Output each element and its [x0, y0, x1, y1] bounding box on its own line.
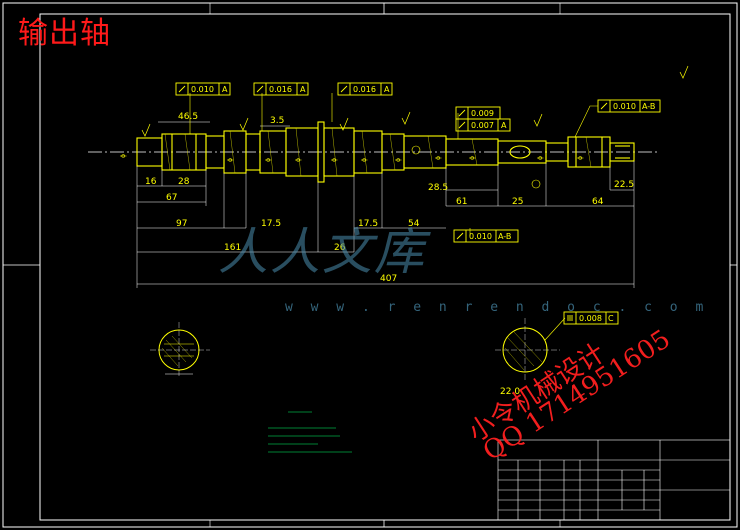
fcf-5	[455, 118, 511, 132]
watermark-site-url: w w w . r e n r e n d o c . c o m	[285, 300, 709, 315]
runout-icon	[256, 85, 264, 93]
section-view-left	[150, 322, 210, 378]
svg-text:ϕ: ϕ	[577, 156, 584, 160]
runout-icon	[456, 232, 464, 240]
runout-icon	[178, 85, 186, 93]
dim-3-5: 3.5	[270, 116, 284, 126]
svg-text:ϕ: ϕ	[265, 158, 272, 162]
dimension-lines	[137, 121, 634, 285]
technical-notes	[268, 411, 352, 453]
fcf-1	[175, 82, 231, 96]
dim-17-5-b: 17.5	[358, 219, 378, 229]
dim-54: 54	[408, 219, 420, 229]
fcf-6	[597, 99, 661, 113]
fcf-8-value: 0.008	[579, 314, 602, 323]
fcf-1-datum: A	[222, 85, 228, 94]
fcf-6-datum: A-B	[642, 102, 655, 111]
svg-text:ϕ: ϕ	[120, 154, 127, 158]
fcf-7-value: 0.010	[469, 232, 492, 241]
dim-67: 67	[166, 193, 177, 203]
dim-26: 26	[334, 243, 346, 253]
dim-97: 97	[176, 219, 187, 229]
dim-25: 25	[512, 197, 523, 207]
fcf-1-value: 0.010	[191, 85, 214, 94]
fcf-4-value: 0.009	[471, 109, 494, 118]
dim-16: 16	[145, 177, 157, 187]
svg-text:ϕ: ϕ	[537, 156, 544, 160]
fcf-5-value: 0.007	[471, 121, 494, 130]
section-dim: 22.0	[500, 387, 520, 397]
runout-icon	[458, 109, 466, 117]
dim-22-5: 22.5	[614, 180, 634, 190]
dim-64: 64	[592, 197, 604, 207]
drawing-title: 输出轴	[18, 16, 111, 51]
fcf-2-value: 0.016	[269, 85, 292, 94]
fcf-5-datum: A	[501, 121, 507, 130]
dim-17-5-a: 17.5	[261, 219, 281, 229]
shaft-outline	[136, 121, 635, 183]
runout-icon	[600, 102, 608, 110]
watermark-site-cn: 人人文库	[218, 223, 426, 281]
fcf-2	[253, 82, 309, 96]
fcf-8	[563, 311, 619, 325]
svg-text:ϕ: ϕ	[435, 156, 442, 160]
fcf-3-value: 0.016	[353, 85, 376, 94]
fcf-3	[337, 82, 393, 96]
dim-28: 28	[178, 177, 190, 187]
dim-28-5: 28.5	[428, 183, 448, 193]
svg-text:ϕ: ϕ	[469, 156, 476, 160]
dim-46-5: 46.5	[178, 112, 198, 122]
svg-text:ϕ: ϕ	[331, 158, 338, 162]
inner-border	[39, 13, 731, 521]
title-block	[497, 439, 731, 521]
fcf-8-datum: C	[608, 314, 614, 323]
fcf-6-value: 0.010	[613, 102, 636, 111]
svg-text:ϕ: ϕ	[295, 158, 302, 162]
svg-text:ϕ: ϕ	[361, 158, 368, 162]
fcf-2-datum: A	[300, 85, 306, 94]
svg-text:ϕ: ϕ	[395, 158, 402, 162]
dim-161: 161	[224, 243, 241, 253]
runout-icon	[458, 121, 466, 129]
svg-text:ϕ: ϕ	[227, 158, 234, 162]
fcf-7	[453, 229, 519, 243]
fcf-3-datum: A	[384, 85, 390, 94]
fcf-7-datum: A-B	[498, 232, 511, 241]
section-view-right: 22.0	[495, 318, 560, 397]
dim-61: 61	[456, 197, 467, 207]
dim-407: 407	[380, 274, 397, 284]
runout-icon	[340, 85, 348, 93]
